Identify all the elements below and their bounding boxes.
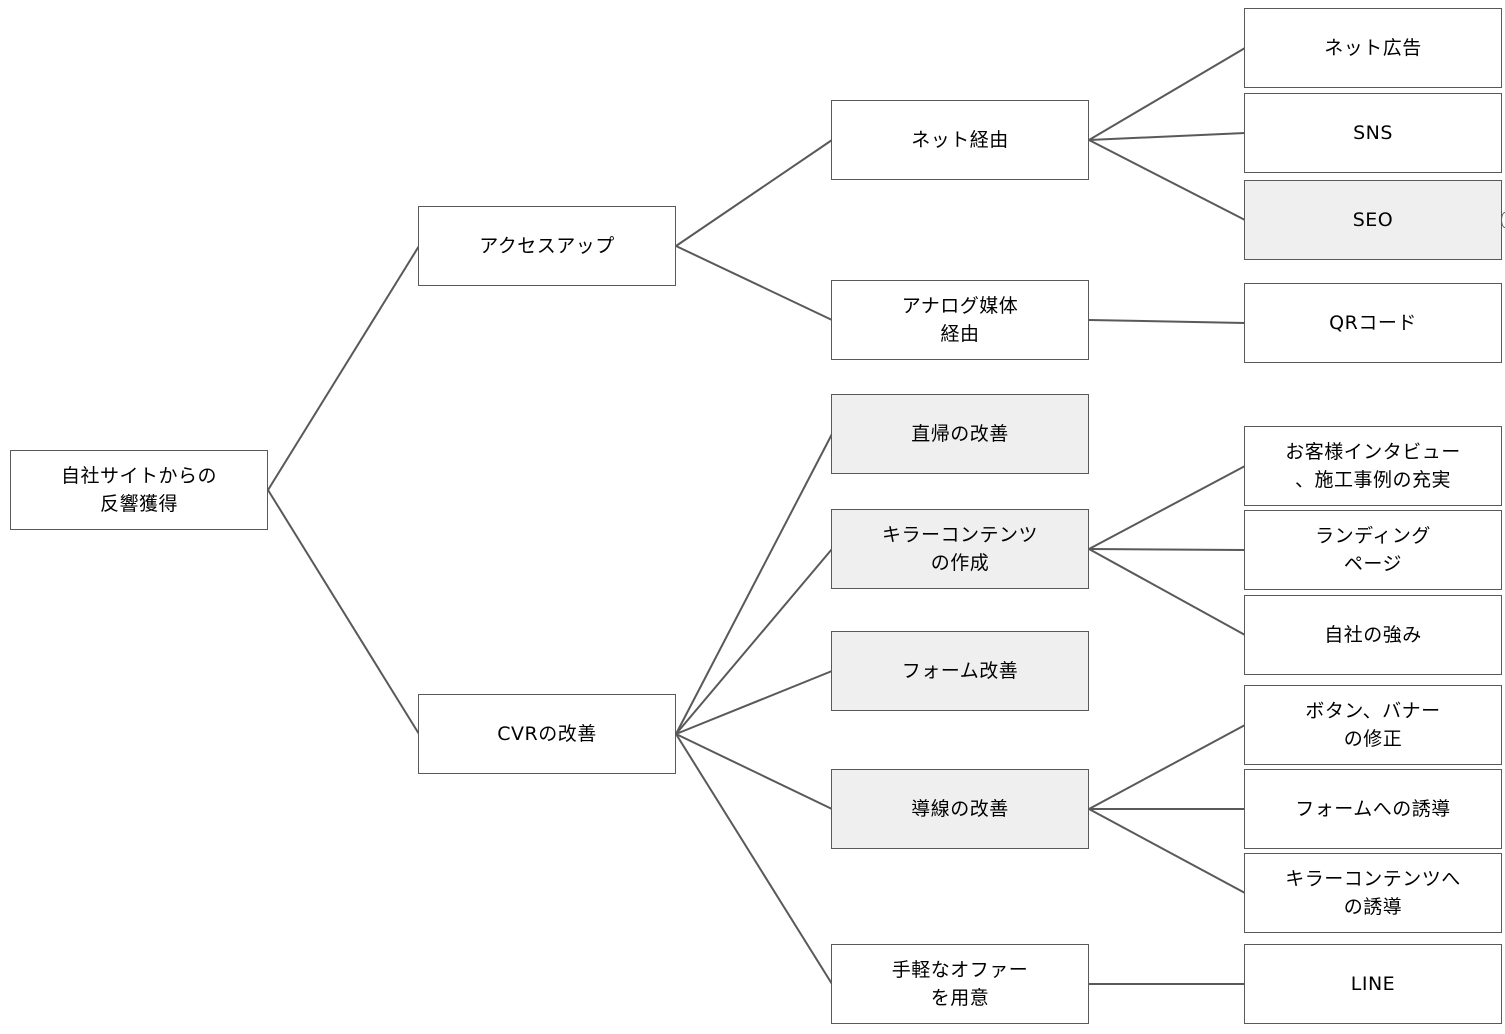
- connector-killer-landing: [1088, 548, 1246, 551]
- leaf-net-ad: ネット広告: [1244, 8, 1502, 88]
- node-bounce: 直帰の改善: [831, 394, 1089, 474]
- connector-net-ad: [1088, 47, 1246, 141]
- leaf-landing-page-label: ランディング ページ: [1315, 525, 1431, 575]
- connector-analog-qr: [1088, 319, 1246, 324]
- node-net-label: ネット経由: [911, 129, 1009, 151]
- node-killer-content: キラーコンテンツ の作成: [831, 509, 1089, 589]
- node-analog: アナログ媒体 経由: [831, 280, 1089, 360]
- leaf-line-label: LINE: [1350, 973, 1396, 995]
- node-offer: 手軽なオファー を用意: [831, 944, 1089, 1024]
- connector-cvr-flow: [675, 733, 833, 810]
- node-cvr: CVRの改善: [418, 694, 676, 774]
- selection-handle[interactable]: [1501, 212, 1505, 228]
- leaf-net-ad-label: ネット広告: [1324, 37, 1422, 59]
- leaf-strength-label: 自社の強み: [1324, 624, 1422, 646]
- leaf-killer-guide: キラーコンテンツへ の誘導: [1244, 853, 1502, 933]
- leaf-button-banner: ボタン、バナー の修正: [1244, 685, 1502, 765]
- leaf-form-guide: フォームへの誘導: [1244, 769, 1502, 849]
- node-cvr-label: CVRの改善: [497, 723, 597, 745]
- leaf-button-banner-label: ボタン、バナー の修正: [1305, 700, 1441, 750]
- connector-net-sns: [1088, 132, 1246, 141]
- node-analog-label: アナログ媒体 経由: [901, 295, 1019, 345]
- leaf-sns-label: SNS: [1353, 122, 1393, 144]
- leaf-interview: お客様インタビュー 、施工事例の充実: [1244, 426, 1502, 506]
- leaf-sns: SNS: [1244, 93, 1502, 173]
- leaf-seo-label: SEO: [1352, 209, 1394, 231]
- node-access-up-label: アクセスアップ: [479, 235, 615, 257]
- node-killer-content-label: キラーコンテンツ の作成: [881, 524, 1038, 574]
- connector-killer-interview: [1088, 465, 1246, 550]
- node-access-up: アクセスアップ: [418, 206, 676, 286]
- node-net: ネット経由: [831, 100, 1089, 180]
- connector-flow-button: [1088, 724, 1246, 810]
- node-bounce-label: 直帰の改善: [911, 423, 1009, 445]
- connector-cvr-offer: [675, 733, 833, 985]
- connector-killer-strength: [1088, 548, 1246, 636]
- node-root-label: 自社サイトからの 反響獲得: [60, 465, 217, 515]
- leaf-killer-guide-label: キラーコンテンツへ の誘導: [1285, 868, 1461, 918]
- connector-root-access: [267, 245, 420, 491]
- leaf-line: LINE: [1244, 944, 1502, 1024]
- connector-access-analog: [675, 245, 833, 321]
- leaf-form-guide-label: フォームへの誘導: [1295, 798, 1451, 820]
- connector-root-cvr: [267, 489, 420, 735]
- node-root: 自社サイトからの 反響獲得: [10, 450, 268, 530]
- connector-cvr-bounce: [675, 433, 833, 735]
- connector-access-net: [675, 139, 833, 247]
- connector-cvr-killer: [675, 548, 833, 735]
- leaf-seo: SEO: [1244, 180, 1502, 260]
- leaf-landing-page: ランディング ページ: [1244, 510, 1502, 590]
- leaf-qr: QRコード: [1244, 283, 1502, 363]
- node-flow-label: 導線の改善: [911, 798, 1009, 820]
- connector-net-seo: [1088, 139, 1246, 221]
- connector-cvr-form: [675, 670, 833, 735]
- leaf-qr-label: QRコード: [1329, 312, 1417, 334]
- node-form-label: フォーム改善: [901, 660, 1019, 682]
- connector-flow-killer: [1088, 808, 1246, 894]
- node-flow: 導線の改善: [831, 769, 1089, 849]
- leaf-strength: 自社の強み: [1244, 595, 1502, 675]
- node-form: フォーム改善: [831, 631, 1089, 711]
- node-offer-label: 手軽なオファー を用意: [891, 959, 1029, 1009]
- leaf-interview-label: お客様インタビュー 、施工事例の充実: [1285, 441, 1461, 491]
